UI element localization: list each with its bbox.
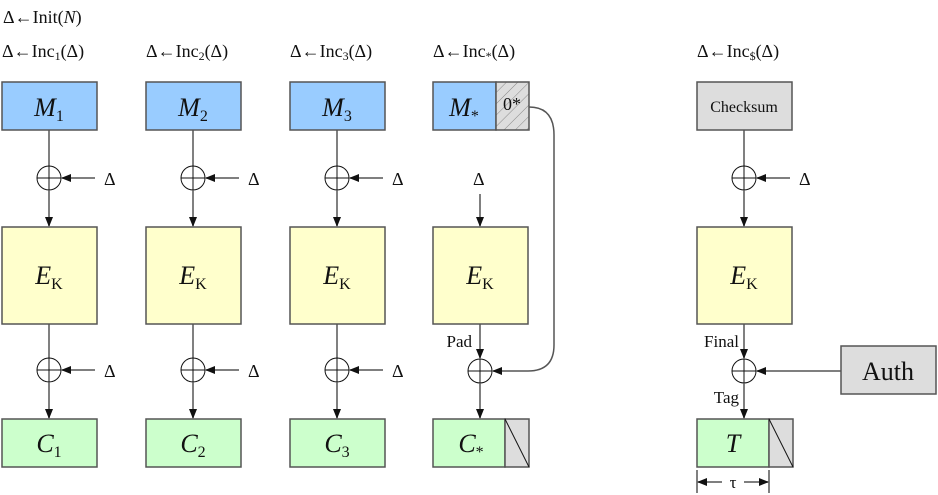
final-label: Final	[704, 332, 739, 351]
inc-label: Δ←Inc3(Δ)	[290, 41, 372, 63]
ciphertext-block	[145, 418, 242, 468]
block-cipher-label: EK	[34, 261, 63, 293]
plaintext-block	[289, 81, 386, 131]
plaintext-label: M*	[448, 93, 479, 125]
auth-block	[840, 345, 937, 395]
padding-label: 0*	[503, 94, 521, 114]
block-cipher-label: EK	[729, 261, 758, 293]
pad-label: Pad	[447, 332, 473, 351]
xor-out-icon	[36, 357, 62, 383]
column-2: Δ←Inc2(Δ) M2Δ EK Δ C2	[145, 41, 260, 468]
block-cipher	[289, 226, 386, 325]
ciphertext-block	[1, 418, 98, 468]
truncation-line	[504, 418, 530, 468]
inc-final-label: Δ←Inc$(Δ)	[697, 41, 779, 63]
delta-in-label: Δ	[248, 169, 260, 189]
block-cipher-final	[696, 226, 793, 325]
auth-label: Auth	[862, 357, 914, 386]
inc-label: Δ←Inc*(Δ)	[433, 41, 515, 63]
plaintext-block	[432, 81, 497, 131]
xor-out-icon	[324, 357, 350, 383]
delta-out-label: Δ	[104, 361, 116, 381]
delta-in-label: Δ	[104, 169, 116, 189]
block-cipher-label: EK	[178, 261, 207, 293]
ciphertext-block	[289, 418, 386, 468]
xor-checksum-icon	[731, 165, 757, 191]
tau-label: τ	[730, 473, 737, 492]
delta-in-label: Δ	[392, 169, 404, 189]
plaintext-label: M1	[33, 93, 64, 125]
checksum-label: Checksum	[710, 99, 778, 116]
plaintext-label: M2	[177, 93, 208, 125]
plaintext-block	[145, 81, 242, 131]
block-cipher-label: EK	[465, 261, 494, 293]
ciphertext-label: C2	[180, 429, 205, 461]
tag-output-label: T	[726, 429, 742, 458]
padding-path	[527, 106, 555, 372]
inc-label: Δ←Inc1(Δ)	[2, 41, 84, 63]
tag-label: Tag	[714, 388, 740, 407]
plaintext-label: M3	[321, 93, 352, 125]
inc-label: Δ←Inc2(Δ)	[146, 41, 228, 63]
tag-block	[696, 418, 770, 468]
init-label: Δ←Init(N)	[3, 7, 82, 28]
ciphertext-label: C*	[458, 429, 483, 461]
padding-block	[495, 81, 530, 131]
ciphertext-label: C1	[36, 429, 61, 461]
ciphertext-block	[432, 418, 506, 468]
column-3: Δ←Inc3(Δ) M3Δ EK Δ C3	[289, 41, 404, 468]
plaintext-block	[1, 81, 98, 131]
xor-in-icon	[324, 165, 350, 191]
delta-final-label: Δ	[799, 169, 811, 189]
block-cipher-label: EK	[322, 261, 351, 293]
column-1: Δ←Inc1(Δ) M1Δ EK Δ C1	[1, 41, 116, 468]
xor-in-icon	[180, 165, 206, 191]
block-cipher	[432, 226, 529, 325]
delta-out-label: Δ	[248, 361, 260, 381]
xor-in-icon	[36, 165, 62, 191]
block-cipher	[1, 226, 98, 325]
delta-out-label: Δ	[392, 361, 404, 381]
delta-in-label: Δ	[473, 169, 485, 189]
xor-out-icon	[467, 358, 493, 384]
truncation-line	[768, 418, 794, 468]
ciphertext-label: C3	[324, 429, 349, 461]
xor-out-icon	[180, 357, 206, 383]
checksum-block	[696, 81, 793, 131]
xor-auth-icon	[731, 358, 757, 384]
block-cipher	[145, 226, 242, 325]
